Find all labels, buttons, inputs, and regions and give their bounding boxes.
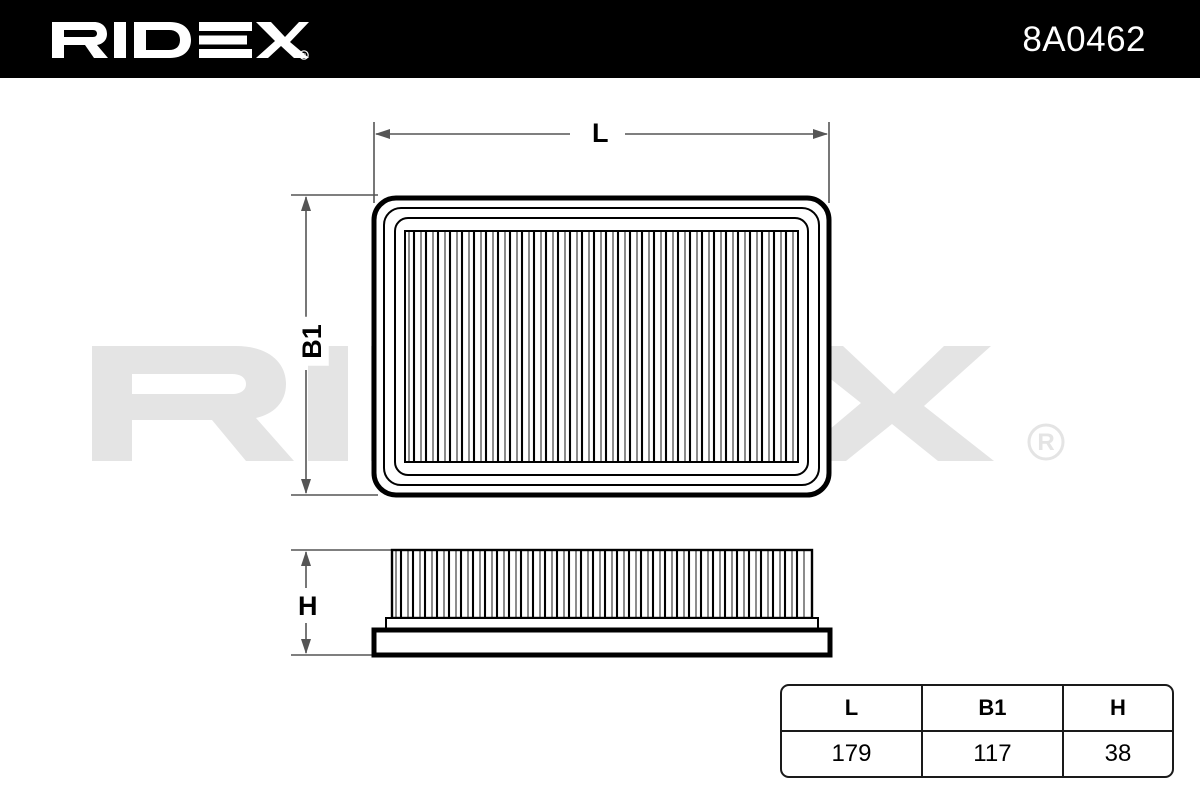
dimension-label-H: H — [291, 590, 325, 623]
table-value-H: 38 — [1061, 731, 1172, 776]
table-header-B1: B1 — [920, 686, 1063, 732]
dimension-arrowheads — [301, 129, 828, 654]
table-header-H: H — [1061, 686, 1172, 732]
dimension-label-L: L — [585, 120, 616, 147]
technical-drawing — [0, 78, 1200, 800]
dimension-label-B1: B1 — [295, 317, 329, 366]
ridex-logo: R — [50, 18, 310, 62]
dimension-lines — [291, 122, 830, 656]
side-view-geometry — [371, 548, 833, 658]
table-value-L: 179 — [831, 740, 872, 767]
table-header-row: L B1 H — [782, 686, 1172, 732]
table-value-row: 179 117 38 — [782, 731, 1172, 776]
table-value-B1: 117 — [920, 731, 1063, 776]
top-view-geometry — [371, 195, 832, 498]
header-bar: R 8A0462 — [0, 0, 1200, 78]
dimensions-table: L B1 H 179 117 38 — [780, 684, 1174, 778]
table-header-L: L — [782, 686, 922, 732]
part-number: 8A0462 — [1022, 20, 1146, 59]
svg-text:R: R — [302, 54, 307, 60]
